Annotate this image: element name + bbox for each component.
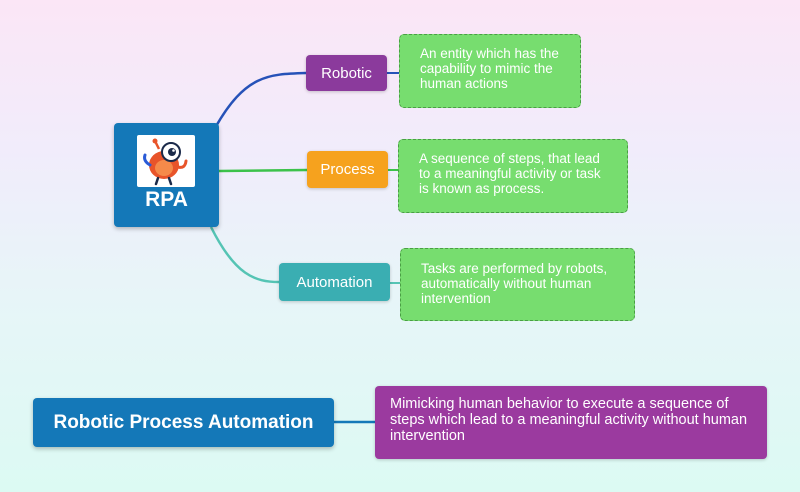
branch-automation: Automation <box>279 263 390 301</box>
link-process <box>218 168 308 173</box>
link-automation <box>209 226 280 284</box>
definition-text: Mimicking human behavior to execute a se… <box>375 386 767 459</box>
branch-robotic: Robotic <box>306 55 387 91</box>
branch-process: Process <box>307 151 388 188</box>
robot-mascot-icon <box>137 135 195 187</box>
definition-term: Robotic Process Automation <box>33 398 334 447</box>
note-robotic: An entity which has the capability to mi… <box>399 34 581 108</box>
note-process: A sequence of steps, that lead to a mean… <box>398 139 628 213</box>
note-automation: Tasks are performed by robots, automatic… <box>400 248 635 321</box>
root-node-label: RPA <box>145 188 188 211</box>
link-robotic <box>213 71 307 129</box>
